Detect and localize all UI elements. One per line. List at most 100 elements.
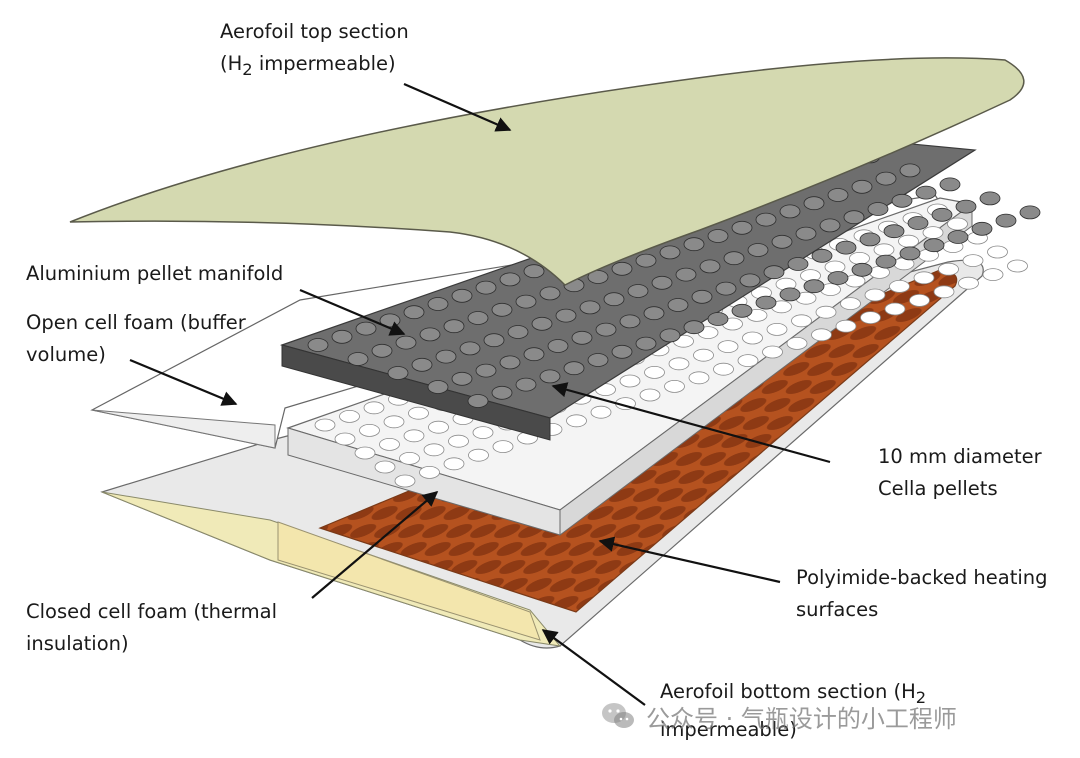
tray-cell [835, 319, 857, 333]
tray-cell [786, 336, 808, 350]
manifold-cell [331, 329, 353, 344]
label-heating-line1: Polyimide-backed heating [796, 566, 1048, 589]
tray-cell [922, 226, 944, 240]
manifold-cell [459, 341, 481, 356]
manifold-cell [611, 344, 633, 359]
manifold-cell [451, 288, 473, 303]
label-aerofoil-bottom-line2: impermeable) [660, 717, 797, 741]
manifold-cell [771, 234, 793, 249]
manifold-cell [803, 279, 825, 294]
label-closed-foam-line2: insulation) [26, 632, 129, 655]
manifold-cell [491, 302, 513, 317]
manifold-cell [387, 366, 409, 380]
label-open-foam-line1: Open cell foam (buffer [26, 311, 246, 334]
label-open-foam-line2: volume) [26, 343, 106, 366]
label-closed-foam-line1: Closed cell foam (thermal [26, 600, 278, 623]
tray-cell [379, 437, 400, 451]
manifold-cell [683, 237, 705, 252]
manifold-cell [523, 264, 545, 279]
tray-cell [737, 354, 759, 368]
tray-cell [962, 254, 984, 268]
wechat-icon [602, 703, 634, 728]
manifold-cell [899, 246, 921, 261]
tray-cell [423, 443, 445, 457]
manifold-cell [827, 271, 849, 285]
manifold-cell [475, 363, 497, 378]
manifold-cell [851, 179, 873, 194]
label-pellets-line2: Cella pellets [878, 477, 998, 500]
tray-cell [958, 276, 979, 290]
manifold-cell [755, 212, 777, 227]
manifold-cell [827, 188, 849, 202]
watermark: 公众号 · 气瓶设计的小工程师 [600, 696, 957, 736]
leader-arrows [129, 82, 831, 706]
manifold-cell [859, 232, 881, 247]
label-manifold: Aluminium pellet manifold [26, 258, 283, 290]
tray-cell [849, 251, 870, 265]
manifold-cell [451, 371, 473, 386]
manifold-cell [979, 191, 1001, 206]
manifold-cell [531, 316, 553, 331]
label-aerofoil-bottom: Aerofoil bottom section (H2 impermeable) [660, 676, 926, 746]
tray-cell [717, 340, 739, 354]
manifold-cell [883, 224, 905, 239]
manifold-cell [619, 314, 641, 329]
tray-cell [791, 314, 812, 328]
manifold-cell [547, 339, 569, 353]
label-heating-line2: surfaces [796, 598, 879, 621]
manifold-cell [603, 292, 625, 307]
manifold-cell [667, 298, 689, 312]
label-aerofoil-top-line1: Aerofoil top section [220, 20, 409, 43]
tray-cell [815, 305, 837, 319]
arrow-closed-foam [311, 491, 439, 599]
manifold-cell [683, 320, 705, 335]
manifold-cell [611, 261, 633, 276]
manifold-cell [427, 380, 449, 394]
manifold-cell [659, 245, 681, 260]
tray-cell [933, 285, 955, 299]
manifold-cell [587, 353, 609, 367]
tray-cell [408, 406, 429, 420]
manifold-cell [515, 294, 537, 309]
tray-cell [399, 451, 420, 465]
tray-cell [824, 260, 846, 274]
manifold-cell [955, 199, 977, 214]
tray-cell [472, 426, 494, 440]
label-manifold-line1: Aluminium pellet manifold [26, 262, 284, 285]
tray-cell [644, 365, 665, 379]
tray-cell [982, 268, 1004, 282]
tray-cell [766, 322, 788, 336]
manifold-cell [659, 328, 681, 343]
manifold-cell [731, 220, 753, 235]
tray-cell [619, 374, 641, 388]
manifold-cell [803, 196, 825, 211]
manifold-cell [403, 305, 425, 320]
manifold-cell [427, 297, 449, 311]
label-aerofoil-top: Aerofoil top section (H2 impermeable) [220, 16, 409, 86]
manifold-cell [651, 275, 673, 290]
manifold-cell [875, 254, 897, 269]
arrow-heating [598, 536, 781, 584]
manifold-cell [587, 270, 609, 284]
manifold-cell [947, 230, 969, 244]
arrow-aerofoil-bottom [541, 629, 646, 706]
manifold-cell [939, 177, 961, 192]
manifold-cell [755, 295, 777, 310]
tray-cell [1007, 259, 1028, 273]
manifold-cell [467, 311, 489, 325]
manifold-cell [715, 281, 737, 296]
manifold-cell [779, 287, 801, 302]
manifold-cell [779, 204, 801, 219]
tray-cell [363, 401, 385, 415]
tray-cell [987, 245, 1008, 259]
tray-cell [688, 371, 710, 385]
tray-cell [742, 331, 763, 345]
tray-cell [947, 217, 968, 231]
manifold-cell [819, 218, 841, 233]
tray-cell [713, 362, 734, 376]
manifold-cell [371, 343, 393, 358]
tray-cell [394, 474, 416, 488]
tray-cell [762, 345, 783, 359]
manifold-cell [563, 361, 585, 376]
manifold-cell [739, 273, 761, 288]
